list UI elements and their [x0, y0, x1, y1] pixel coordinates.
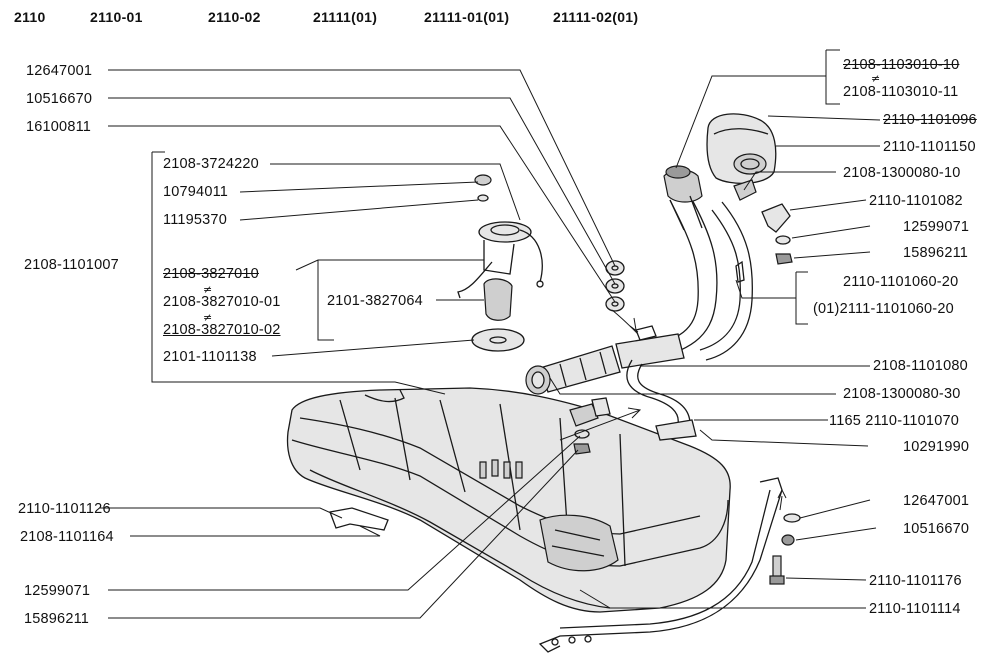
part-label-2108-1300080-30: 2108-1300080-30	[843, 386, 961, 402]
connecting-hose	[525, 345, 621, 395]
part-label-2108-1101080: 2108-1101080	[873, 358, 968, 374]
not-equal-symbol-1: ≠	[203, 283, 213, 296]
filler-pipe	[615, 165, 753, 369]
model-label-21111-02-01: 21111-02(01)	[553, 9, 639, 25]
part-label-2108-1103010-11: 2108-1103010-11	[843, 84, 959, 100]
part-label-1165-2110-1101070: 1165 2110-1101070	[829, 413, 959, 429]
part-label-12599071-right: 12599071	[903, 219, 970, 235]
part-label-2108-1101164: 2108-1101164	[20, 529, 114, 545]
tank-strap-front-bracket	[329, 507, 389, 531]
center-clamp	[569, 397, 611, 455]
filler-cap-housing	[706, 113, 777, 185]
part-label-15896211-right: 15896211	[903, 245, 969, 261]
part-label-11195370: 11195370	[163, 212, 227, 228]
part-label-15896211-left: 15896211	[24, 611, 90, 627]
center-washers	[605, 260, 657, 341]
model-label-21111-01: 21111(01)	[313, 9, 378, 25]
part-label-2101-1101138: 2101-1101138	[163, 349, 257, 365]
part-label-2108-3827010-02: 2108-3827010-02	[163, 322, 281, 338]
hose-clamp-right	[733, 179, 793, 283]
part-label-2110-1101060-20: 2110-1101060-20	[843, 274, 959, 290]
tank-strap-rear	[538, 477, 783, 653]
part-label-12647001-right: 12647001	[903, 493, 970, 509]
part-label-12647001-left: 12647001	[26, 63, 93, 79]
part-label-10516670-right: 10516670	[903, 521, 970, 537]
part-label-2110-1101114: 2110-1101114	[869, 601, 961, 617]
part-label-16100811: 16100811	[26, 119, 92, 135]
part-label-2110-1101150: 2110-1101150	[883, 139, 976, 155]
not-equal-symbol-3: ≠	[871, 72, 881, 85]
not-equal-symbol-2: ≠	[203, 311, 213, 324]
fuel-pump-assembly	[457, 174, 544, 352]
part-label-10516670-left: 10516670	[26, 91, 93, 107]
part-label-2110-1101096: 2110-1101096	[883, 112, 977, 128]
part-label-2110-1101082: 2110-1101082	[869, 193, 963, 209]
part-label-2101-3827064: 2101-3827064	[327, 293, 423, 309]
part-label-2108-1300080-10: 2108-1300080-10	[843, 165, 961, 181]
part-label-2108-3827010-01: 2108-3827010-01	[163, 294, 281, 310]
part-label-12599071-left: 12599071	[24, 583, 91, 599]
strap-bolt-hardware	[769, 488, 801, 585]
part-label-2110-1101176: 2110-1101176	[869, 573, 962, 589]
part-label-01-2111-1101060-20: (01)2111-1101060-20	[813, 301, 954, 317]
part-label-2108-3827010: 2108-3827010	[163, 266, 259, 282]
part-label-10291990: 10291990	[903, 439, 970, 455]
part-label-2108-3724220: 2108-3724220	[163, 156, 259, 172]
part-label-2110-1101126: 2110-1101126	[18, 501, 111, 517]
part-label-10794011: 10794011	[163, 184, 229, 200]
model-label-2110-02: 2110-02	[208, 9, 261, 25]
model-label-2110: 2110	[14, 9, 46, 25]
part-label-fuel-pump-group: 2108-1101007	[24, 257, 119, 273]
leader-lines	[100, 49, 881, 619]
model-label-21111-01-01: 21111-01(01)	[424, 9, 510, 25]
model-label-2110-01: 2110-01	[90, 9, 143, 25]
part-label-2108-1103010-10: 2108-1103010-10	[843, 57, 960, 73]
